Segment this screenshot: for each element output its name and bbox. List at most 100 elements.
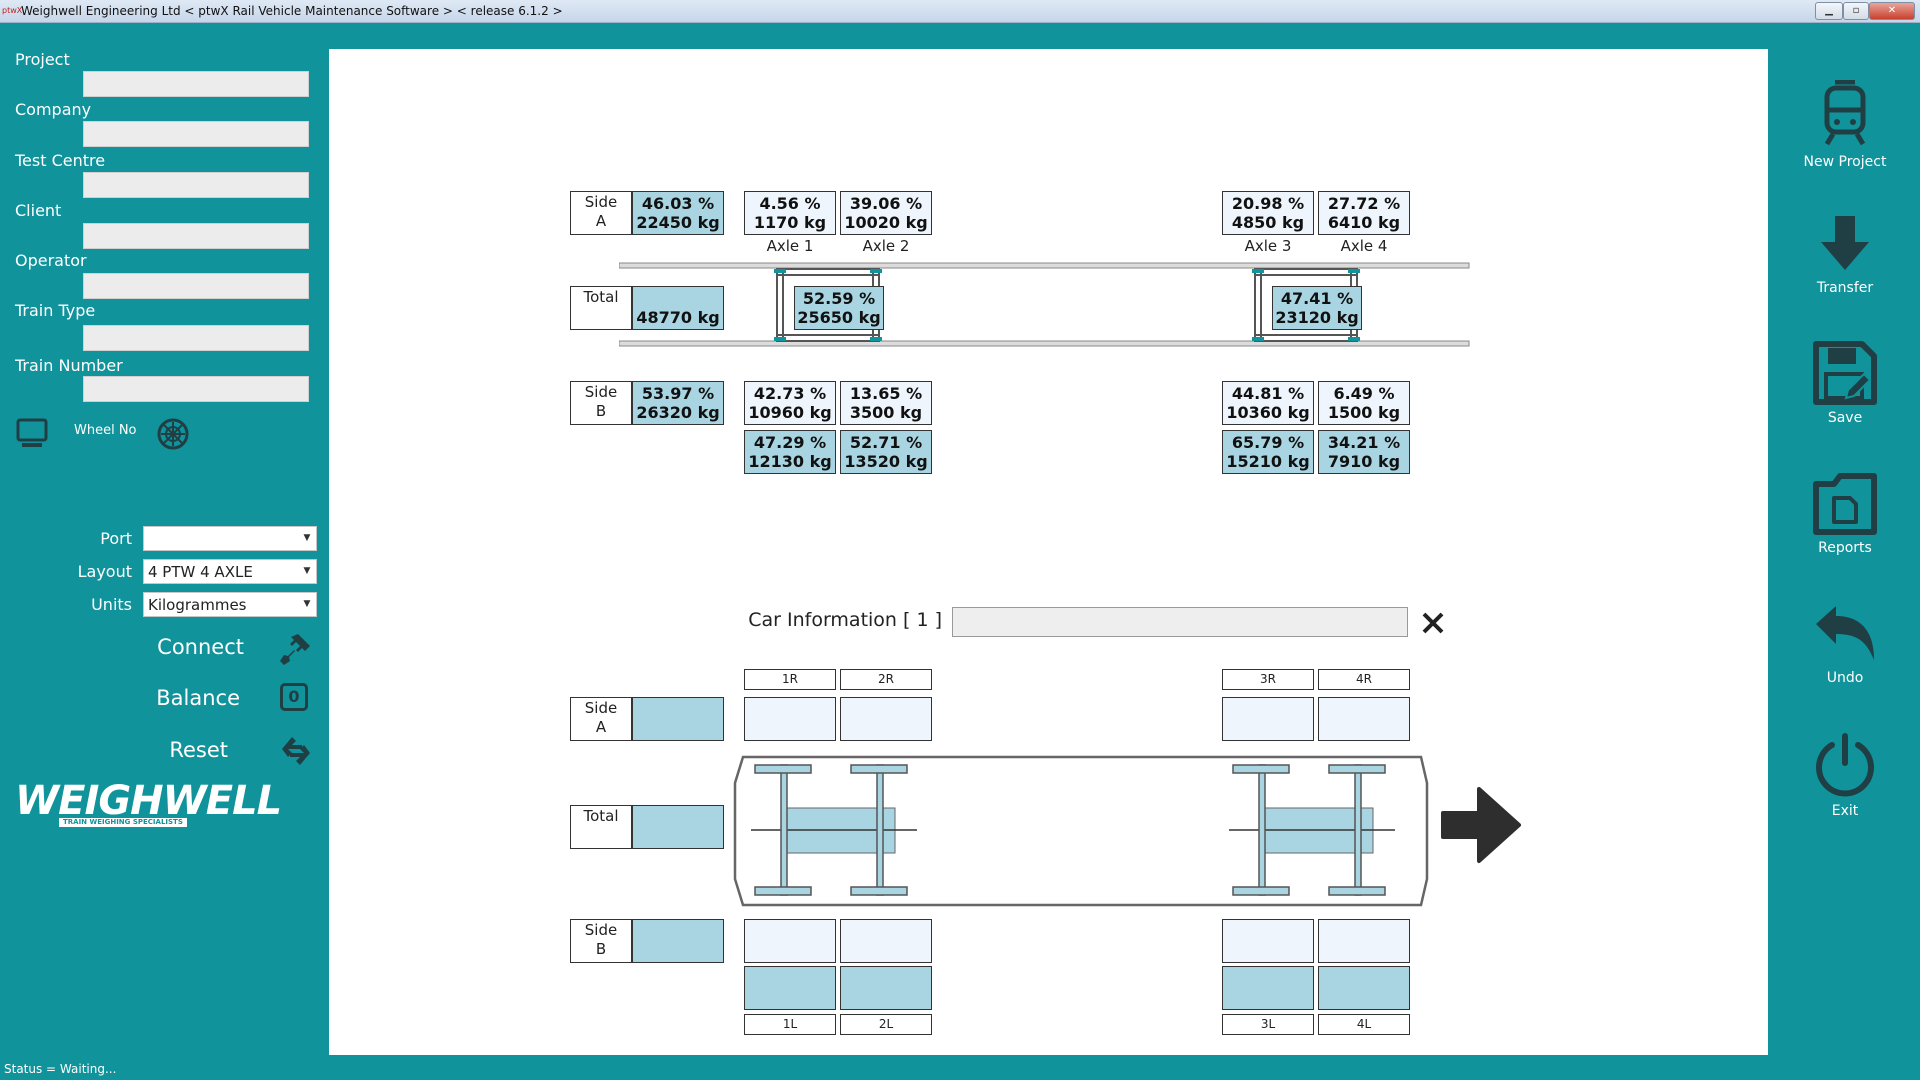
reset-button[interactable]: Reset bbox=[169, 738, 228, 762]
project-field[interactable] bbox=[83, 71, 309, 97]
plug-icon[interactable] bbox=[278, 630, 314, 666]
wheel-1l-value bbox=[744, 919, 836, 963]
side-b-label-box: Side B bbox=[570, 381, 632, 425]
total-value-box: 48770 kg bbox=[632, 286, 724, 330]
axle4-label: Axle 4 bbox=[1340, 237, 1388, 255]
car-info-input[interactable] bbox=[952, 607, 1408, 637]
lower-side-a-value bbox=[632, 697, 724, 741]
train-number-label: Train Number bbox=[15, 356, 123, 375]
close-button[interactable]: ✕ bbox=[1869, 2, 1915, 20]
axle3-total: 65.79 % 15210 kg bbox=[1222, 430, 1314, 474]
maximize-button[interactable]: ▫ bbox=[1843, 2, 1869, 20]
arrow-right-icon[interactable] bbox=[1439, 783, 1523, 867]
layout-select[interactable]: 4 PTW 4 AXLE ▼ bbox=[143, 559, 317, 584]
axle4-side-a-kg: 6410 kg bbox=[1327, 213, 1401, 232]
axle1-total-kg: 12130 kg bbox=[748, 452, 832, 471]
wheel-1r-value bbox=[744, 697, 836, 741]
folder-icon bbox=[1813, 473, 1877, 535]
axle3-side-a-kg: 4850 kg bbox=[1231, 213, 1305, 232]
test-centre-field[interactable] bbox=[83, 172, 309, 198]
axle2-side-b: 13.65 % 3500 kg bbox=[840, 381, 932, 425]
operator-field[interactable] bbox=[83, 273, 309, 299]
new-project-button[interactable]: New Project bbox=[1775, 80, 1915, 170]
logo-tagline: TRAIN WEIGHING SPECIALISTS bbox=[59, 818, 187, 827]
undo-button[interactable]: Undo bbox=[1775, 604, 1915, 686]
port-label: Port bbox=[100, 529, 132, 548]
bogie1-kg: 25650 kg bbox=[797, 308, 881, 327]
port-select[interactable]: ▼ bbox=[143, 526, 317, 551]
balance-button[interactable]: Balance bbox=[156, 686, 240, 710]
axle4-side-b-kg: 1500 kg bbox=[1327, 403, 1401, 422]
axle4-side-b-pct: 6.49 % bbox=[1333, 384, 1395, 403]
side-b-label-line2: B bbox=[595, 402, 607, 420]
exit-button[interactable]: Exit bbox=[1775, 733, 1915, 819]
lower-total-label: Total bbox=[583, 807, 619, 825]
axle1-side-a-kg: 1170 kg bbox=[753, 213, 827, 232]
axle3-side-a-pct: 20.98 % bbox=[1231, 194, 1305, 213]
wheel-label-4r: 4R bbox=[1318, 669, 1410, 690]
clear-icon[interactable] bbox=[1421, 611, 1445, 635]
lower-total-value bbox=[632, 805, 724, 849]
total-label-box: Total bbox=[570, 286, 632, 330]
arrow-down-icon bbox=[1821, 216, 1869, 270]
client-field[interactable] bbox=[83, 223, 309, 249]
axle4-lower-total bbox=[1318, 966, 1410, 1010]
save-icon bbox=[1813, 341, 1877, 405]
axle1-side-b-pct: 42.73 % bbox=[753, 384, 827, 403]
wheel-label-1r: 1R bbox=[744, 669, 836, 690]
top-view-diagram bbox=[619, 262, 1470, 347]
wheel-3r-value bbox=[1222, 697, 1314, 741]
reports-label: Reports bbox=[1818, 540, 1872, 556]
axle2-side-b-pct: 13.65 % bbox=[849, 384, 923, 403]
side-a-kg: 22450 kg bbox=[636, 213, 720, 232]
units-select[interactable]: Kilogrammes ▼ bbox=[143, 592, 317, 617]
wheel-2r-value bbox=[840, 697, 932, 741]
client-label: Client bbox=[15, 201, 62, 220]
lower-side-a-line2: A bbox=[595, 718, 607, 736]
wheel-2l-value bbox=[840, 919, 932, 963]
balance-counter: 0 bbox=[280, 683, 308, 711]
side-b-kg: 26320 kg bbox=[636, 403, 720, 422]
axle4-side-a-pct: 27.72 % bbox=[1327, 194, 1401, 213]
title-bar: ptwX Weighwell Engineering Ltd < ptwX Ra… bbox=[0, 0, 1920, 23]
axle3-lower-total bbox=[1222, 966, 1314, 1010]
axle2-total-kg: 13520 kg bbox=[844, 452, 928, 471]
connect-button[interactable]: Connect bbox=[157, 635, 244, 659]
transfer-button[interactable]: Transfer bbox=[1775, 212, 1915, 296]
window-title: Weighwell Engineering Ltd < ptwX Rail Ve… bbox=[21, 4, 563, 18]
wheel-label-3r: 3R bbox=[1222, 669, 1314, 690]
lower-side-a-label-box: Side A bbox=[570, 697, 632, 741]
axle1-side-b-kg: 10960 kg bbox=[748, 403, 832, 422]
chevron-down-icon: ▼ bbox=[303, 566, 311, 576]
axle3-total-kg: 15210 kg bbox=[1226, 452, 1310, 471]
company-field[interactable] bbox=[83, 121, 309, 147]
axle4-total-pct: 34.21 % bbox=[1327, 433, 1401, 452]
weighwell-logo: WEIGHWELL TRAIN WEIGHING SPECIALISTS bbox=[15, 780, 307, 830]
wheel-icon[interactable] bbox=[156, 417, 190, 451]
total-label: Total bbox=[583, 288, 619, 306]
train-type-field[interactable] bbox=[83, 325, 309, 351]
reset-icon[interactable] bbox=[278, 733, 314, 769]
axle3-label: Axle 3 bbox=[1244, 237, 1292, 255]
side-b-label-line1: Side bbox=[584, 383, 618, 401]
axle4-side-a: 27.72 % 6410 kg bbox=[1318, 191, 1410, 235]
save-button[interactable]: Save bbox=[1775, 340, 1915, 426]
side-b-pct: 53.97 % bbox=[641, 384, 715, 403]
minimize-button[interactable]: ▁ bbox=[1815, 2, 1843, 20]
car-info-label: Car Information [ 1 ] bbox=[748, 609, 942, 631]
axle1-side-b: 42.73 % 10960 kg bbox=[744, 381, 836, 425]
bogie2-kg: 23120 kg bbox=[1275, 308, 1359, 327]
axle1-side-a-pct: 4.56 % bbox=[759, 194, 821, 213]
wheel-label-2l: 2L bbox=[840, 1014, 932, 1035]
axle2-side-a-kg: 10020 kg bbox=[844, 213, 928, 232]
side-a-label-box: Side A bbox=[570, 191, 632, 235]
axle4-total: 34.21 % 7910 kg bbox=[1318, 430, 1410, 474]
computer-icon[interactable] bbox=[16, 418, 50, 450]
main-panel: Side A 46.03 % 22450 kg 4.56 % 1170 kg 3… bbox=[329, 49, 1768, 1055]
axle2-side-b-kg: 3500 kg bbox=[849, 403, 923, 422]
axle4-total-kg: 7910 kg bbox=[1327, 452, 1401, 471]
reports-button[interactable]: Reports bbox=[1775, 472, 1915, 556]
axle1-side-a: 4.56 % 1170 kg bbox=[744, 191, 836, 235]
lower-side-b-label-box: Side B bbox=[570, 919, 632, 963]
train-number-field[interactable] bbox=[83, 376, 309, 402]
